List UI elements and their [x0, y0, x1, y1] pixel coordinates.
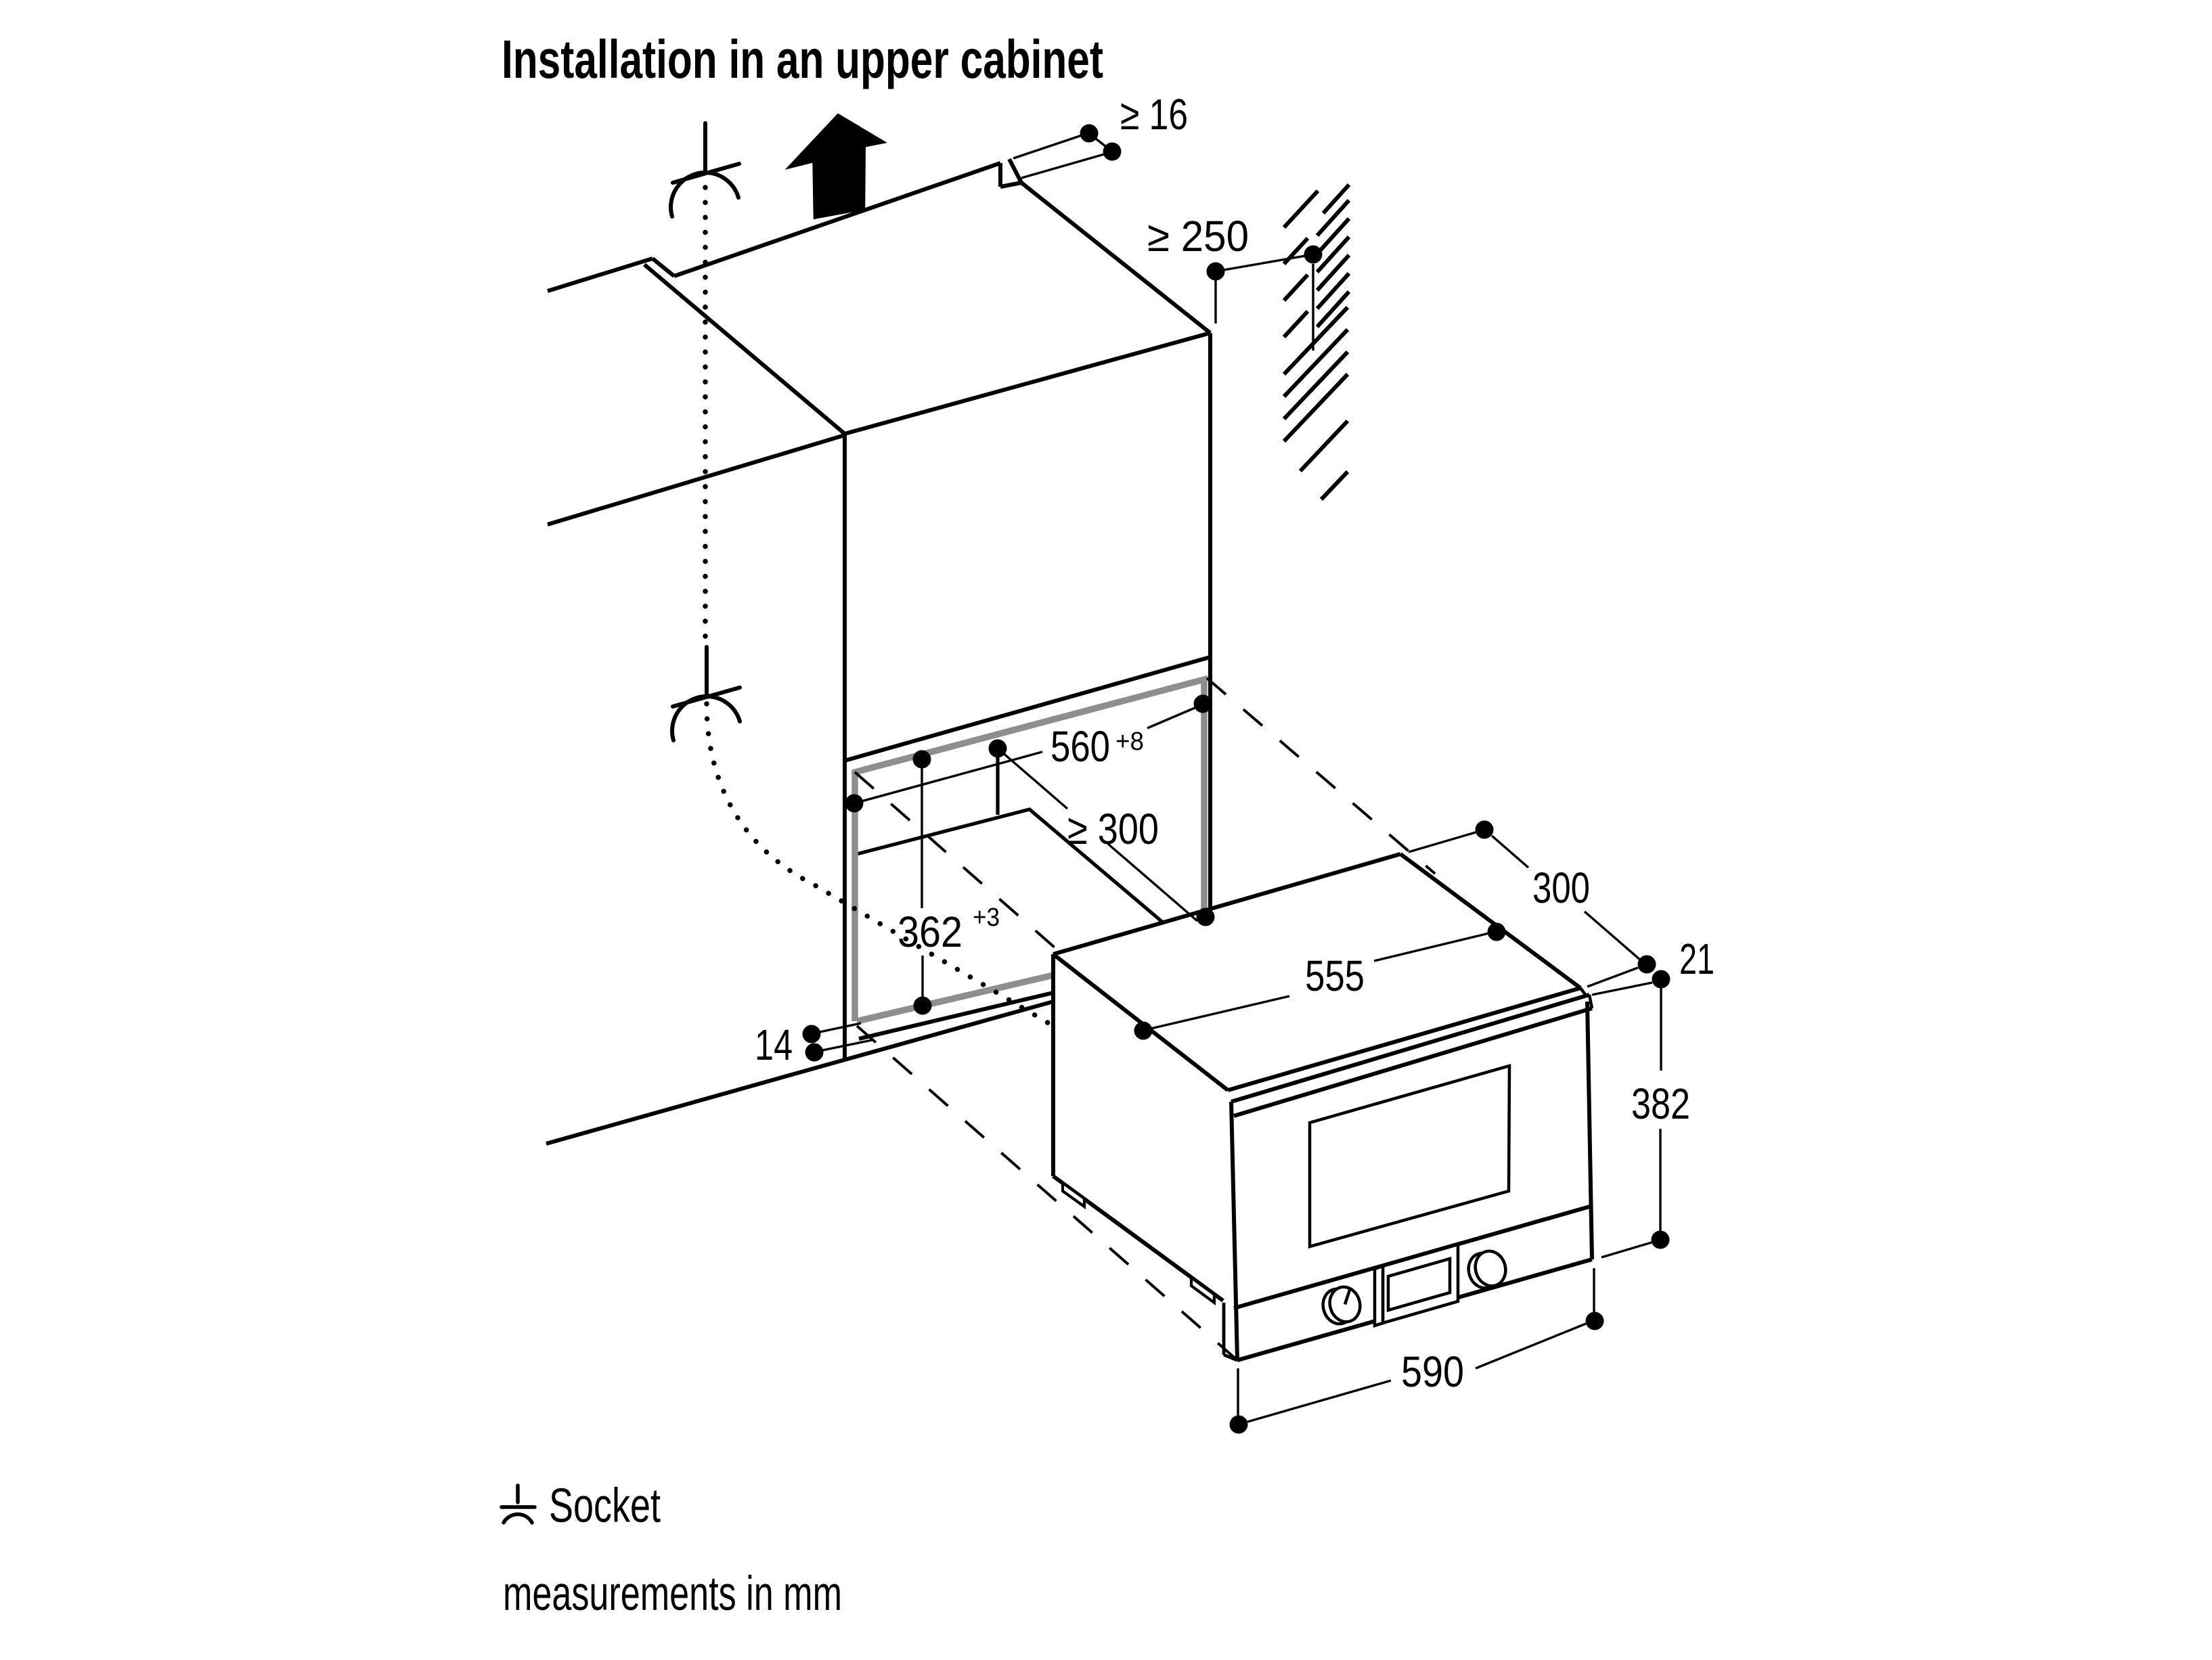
svg-text:≥ 16: ≥ 16: [1120, 90, 1188, 139]
svg-text:+3: +3: [973, 903, 1000, 932]
svg-text:362: 362: [898, 907, 963, 956]
svg-text:560: 560: [1050, 722, 1110, 771]
svg-text:14: 14: [755, 1020, 793, 1069]
svg-text:measurements in mm: measurements in mm: [503, 1567, 842, 1621]
svg-text:Installation in an upper cabin: Installation in an upper cabinet: [502, 29, 1103, 89]
svg-text:≥ 250: ≥ 250: [1147, 212, 1249, 261]
svg-text:Socket: Socket: [549, 1479, 661, 1533]
svg-text:382: 382: [1631, 1079, 1690, 1128]
svg-text:590: 590: [1401, 1347, 1464, 1396]
svg-text:≥ 300: ≥ 300: [1067, 805, 1159, 853]
svg-text:+8: +8: [1115, 727, 1144, 756]
svg-text:555: 555: [1305, 951, 1365, 1000]
svg-text:21: 21: [1679, 935, 1715, 983]
svg-text:300: 300: [1532, 863, 1590, 912]
